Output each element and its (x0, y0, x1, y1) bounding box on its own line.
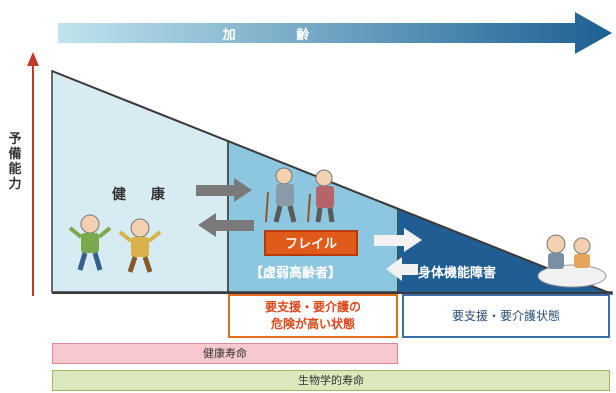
recovery-arrow-left-2 (386, 257, 418, 281)
care-state-box: 要支援・要介護状態 (402, 294, 610, 338)
healthy-elderly-figure-1 (68, 214, 112, 271)
progress-arrow-right (196, 178, 252, 202)
recovery-arrow-left (198, 213, 254, 237)
frailty-sublabel: 【虚弱高齢者】 (250, 266, 342, 281)
bedridden-elderly-figure (537, 234, 607, 288)
risk-state-box: 要支援・要介護の 危険が高い状態 (228, 294, 398, 338)
health-stage-label: 健 康 (112, 187, 175, 203)
reserve-capacity-label: 予備能力 (8, 132, 22, 192)
progress-arrow-right-2 (374, 228, 422, 252)
risk-state-line2: 危険が高い状態 (270, 317, 355, 331)
disability-stage-label: 身体機能障害 (418, 266, 497, 281)
frailty-label-box: フレイル (264, 230, 358, 256)
healthy-life-expectancy-bar: 健康寿命 (52, 343, 398, 364)
frail-elderly-figure-2 (307, 169, 335, 223)
biological-lifespan-bar: 生物学的寿命 (52, 370, 610, 391)
health-zone (51, 69, 229, 293)
aging-label: 加 齢 (222, 28, 338, 43)
aging-arrow (58, 12, 612, 54)
frail-elderly-figure-1 (265, 167, 297, 223)
reserve-capacity-arrow (27, 52, 39, 296)
healthy-elderly-figure-2 (118, 218, 162, 273)
risk-state-line1: 要支援・要介護の (264, 300, 361, 314)
